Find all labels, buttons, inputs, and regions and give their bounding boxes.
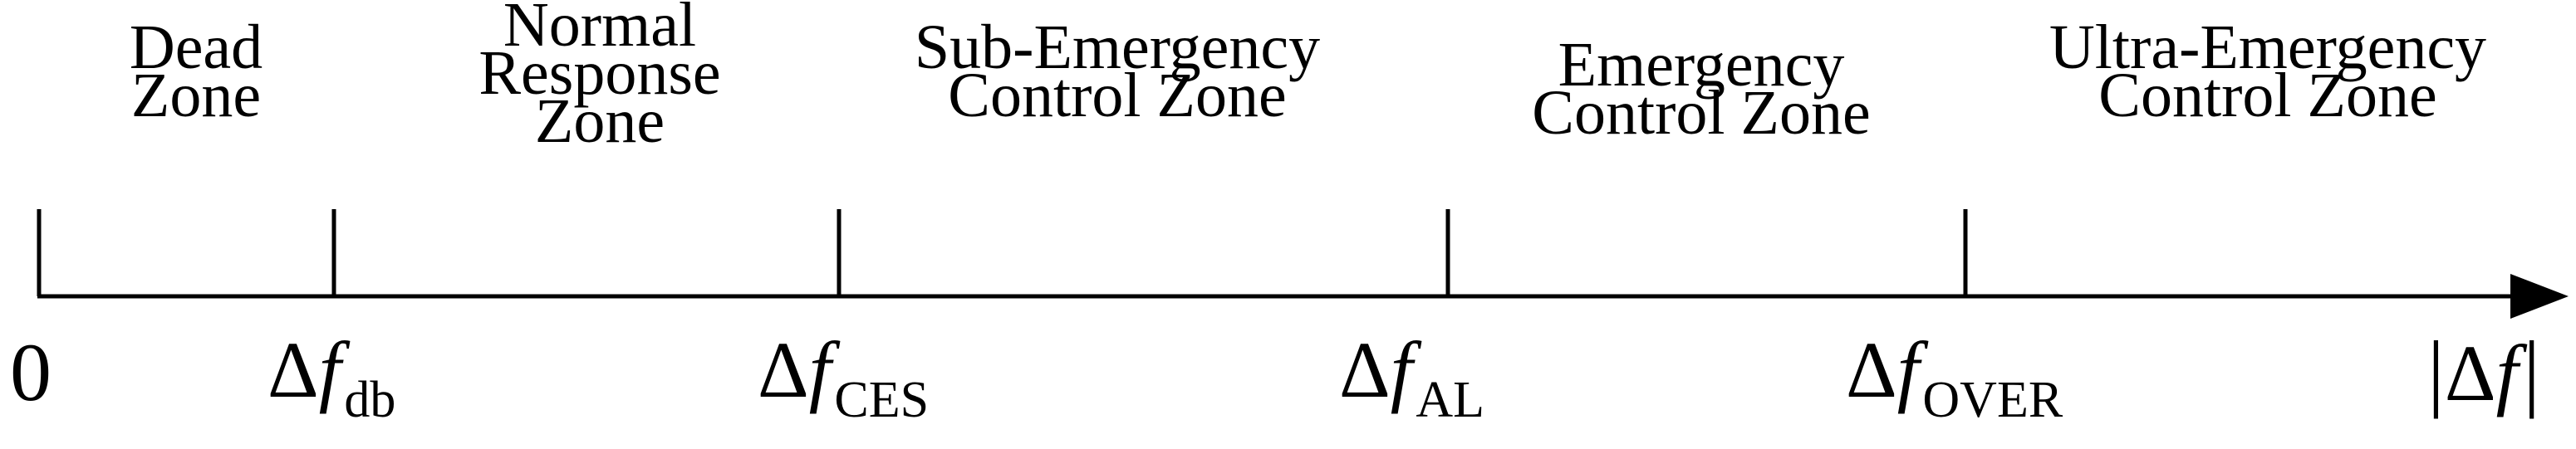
threshold-over-subscript: OVER xyxy=(1922,372,2063,428)
zone-dead-line-1: Dead xyxy=(130,12,263,82)
zone-sub-emergency-line-1: Sub-Emergency xyxy=(915,12,1320,82)
threshold-ces-delta: Δ xyxy=(758,325,809,414)
zone-dead: Dead Zone xyxy=(130,12,263,130)
origin-label: 0 xyxy=(10,326,52,418)
threshold-over-label: ΔfOVER xyxy=(1846,325,2063,428)
zone-emergency: Emergency Control Zone xyxy=(1532,30,1870,148)
zone-ultra-emergency: Ultra-Emergency Control Zone xyxy=(2049,12,2486,130)
threshold-db-label: Δfdb xyxy=(267,325,395,428)
threshold-al-label: ΔfAL xyxy=(1339,325,1484,428)
axis-end-label: |Δf| xyxy=(2427,324,2540,419)
zone-sub-emergency: Sub-Emergency Control Zone xyxy=(915,12,1320,130)
threshold-over-delta: Δ xyxy=(1846,325,1897,414)
zone-normal-line-3: Zone xyxy=(535,86,665,156)
threshold-db-delta: Δ xyxy=(267,325,319,414)
zone-ultra-emergency-line-2: Control Zone xyxy=(2098,61,2436,130)
axis-end-bar-left: | xyxy=(2427,324,2445,419)
axis-end-bar-right: | xyxy=(2523,324,2540,419)
threshold-ces-label: ΔfCES xyxy=(758,325,929,428)
threshold-ces-subscript: CES xyxy=(834,372,929,428)
threshold-al-delta: Δ xyxy=(1339,325,1391,414)
zone-dead-line-2: Zone xyxy=(131,61,261,130)
axis-arrowhead xyxy=(2510,274,2569,319)
zone-emergency-line-2: Control Zone xyxy=(1532,78,1870,148)
threshold-al-subscript: AL xyxy=(1416,372,1484,428)
threshold-db-subscript: db xyxy=(344,372,395,428)
zone-normal-line-1: Normal xyxy=(503,0,696,60)
zone-sub-emergency-line-2: Control Zone xyxy=(948,61,1286,130)
axis-end-delta: Δ xyxy=(2445,329,2496,417)
zone-normal-line-2: Response xyxy=(478,38,720,108)
zone-ultra-emergency-line-1: Ultra-Emergency xyxy=(2049,12,2486,82)
zone-emergency-line-1: Emergency xyxy=(1558,30,1845,100)
zone-normal-response: Normal Response Zone xyxy=(478,0,720,156)
